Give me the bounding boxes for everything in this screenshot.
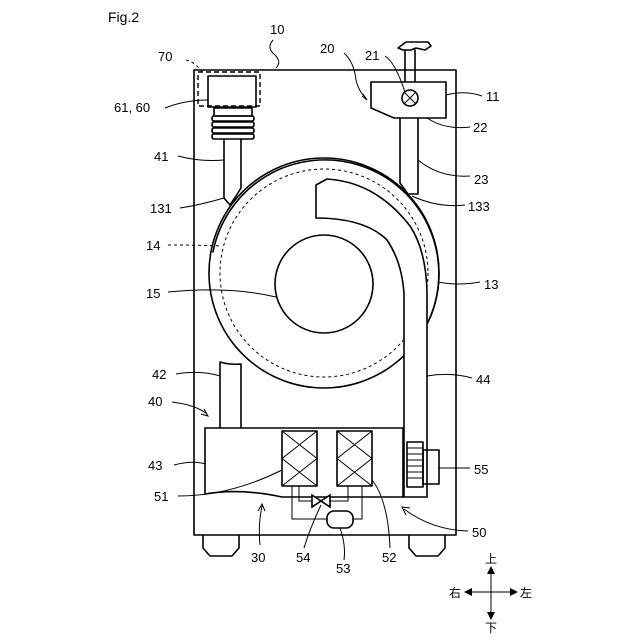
direction-left: 左 xyxy=(520,585,532,600)
label-131: 131 xyxy=(150,201,172,216)
label-42: 42 xyxy=(152,367,166,382)
label-54: 54 xyxy=(296,550,310,565)
unit-61-60-box xyxy=(208,76,256,107)
label-51: 51 xyxy=(154,489,168,504)
label-133: 133 xyxy=(468,199,490,214)
label-22: 22 xyxy=(473,120,487,135)
label-44: 44 xyxy=(476,372,490,387)
label-11: 11 xyxy=(486,89,500,104)
label-61-60: 61, 60 xyxy=(114,100,150,115)
label-40: 40 xyxy=(148,394,162,409)
label-52: 52 xyxy=(382,550,396,565)
label-10: 10 xyxy=(270,22,284,37)
bellows xyxy=(212,108,254,139)
direction-right: 右 xyxy=(449,585,461,600)
label-13: 13 xyxy=(484,277,498,292)
direction-up: 上 xyxy=(485,552,497,566)
door-opening xyxy=(275,235,373,333)
label-21: 21 xyxy=(365,48,379,63)
label-53: 53 xyxy=(336,561,350,576)
label-14: 14 xyxy=(146,238,160,253)
label-55: 55 xyxy=(474,462,488,477)
label-30: 30 xyxy=(251,550,265,565)
label-23: 23 xyxy=(474,172,488,187)
valve-icon xyxy=(402,90,418,106)
water-supply-unit xyxy=(371,42,446,194)
compressor xyxy=(327,511,353,528)
label-50: 50 xyxy=(472,525,486,540)
figure-title: Fig.2 xyxy=(108,9,139,25)
label-20: 20 xyxy=(320,41,334,56)
label-43: 43 xyxy=(148,458,162,473)
label-41: 41 xyxy=(154,149,168,164)
direction-indicator: 上 下 右 左 xyxy=(449,552,532,635)
label-15: 15 xyxy=(146,286,160,301)
direction-down: 下 xyxy=(485,621,497,635)
label-70: 70 xyxy=(158,49,172,64)
